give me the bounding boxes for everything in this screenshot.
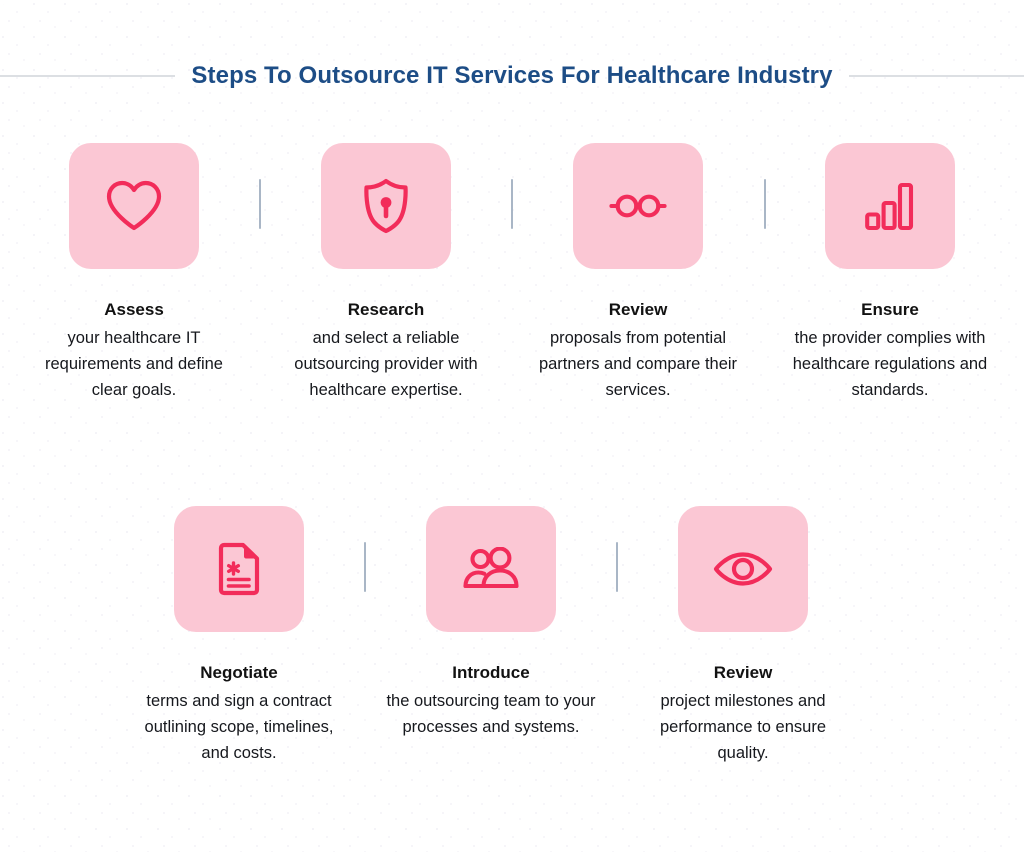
step-body: the provider complies with healthcare re… bbox=[792, 329, 988, 399]
step-body: terms and sign a contract outlining scop… bbox=[144, 692, 334, 762]
shield-lock-icon bbox=[360, 177, 412, 235]
users-icon bbox=[462, 547, 520, 591]
step-research[interactable]: Research and select a reliable outsourci… bbox=[260, 143, 512, 404]
step-review-proposals[interactable]: Review proposals from potential partners… bbox=[512, 143, 764, 404]
step-negotiate[interactable]: Negotiate terms and sign a contract outl… bbox=[113, 506, 365, 767]
eye-icon-card[interactable] bbox=[678, 506, 808, 632]
page-title: Steps To Outsource IT Services For Healt… bbox=[191, 62, 833, 89]
step-title: Ensure bbox=[861, 300, 919, 319]
title-rule-left bbox=[0, 75, 176, 77]
step-body: the outsourcing team to your processes a… bbox=[386, 692, 596, 737]
title-rule-right bbox=[848, 75, 1024, 77]
bottom-row: Negotiate terms and sign a contract outl… bbox=[113, 506, 911, 767]
step-assess[interactable]: Assess your healthcare IT requirements a… bbox=[8, 143, 260, 404]
step-body: proposals from potential partners and co… bbox=[538, 329, 738, 399]
heart-icon-card[interactable] bbox=[69, 143, 199, 269]
step-title: Introduce bbox=[452, 663, 530, 682]
step-title: Negotiate bbox=[200, 663, 278, 682]
step-introduce[interactable]: Introduce the outsourcing team to your p… bbox=[365, 506, 617, 741]
step-review-milestones[interactable]: Review project milestones and performanc… bbox=[617, 506, 869, 767]
step-ensure[interactable]: Ensure the provider complies with health… bbox=[764, 143, 1016, 404]
bar-chart-icon-card[interactable] bbox=[825, 143, 955, 269]
bar-chart-icon bbox=[864, 181, 916, 231]
document-asterisk-icon bbox=[216, 541, 262, 597]
shield-lock-icon-card[interactable] bbox=[321, 143, 451, 269]
step-title: Assess bbox=[104, 300, 164, 319]
users-icon-card[interactable] bbox=[426, 506, 556, 632]
heart-icon bbox=[104, 178, 164, 234]
title-row: Steps To Outsource IT Services For Healt… bbox=[0, 62, 1024, 90]
top-row: Assess your healthcare IT requirements a… bbox=[8, 143, 1016, 404]
step-body: your healthcare IT requirements and defi… bbox=[45, 329, 223, 399]
eyeglasses-icon bbox=[608, 191, 668, 221]
eye-icon bbox=[712, 549, 774, 589]
step-title: Research bbox=[347, 300, 425, 319]
step-body: project milestones and performance to en… bbox=[659, 692, 826, 762]
step-body: and select a reliable outsourcing provid… bbox=[294, 329, 478, 399]
step-title: Review bbox=[608, 300, 668, 319]
step-title: Review bbox=[713, 663, 773, 682]
eyeglasses-icon-card[interactable] bbox=[573, 143, 703, 269]
document-asterisk-icon-card[interactable] bbox=[174, 506, 304, 632]
